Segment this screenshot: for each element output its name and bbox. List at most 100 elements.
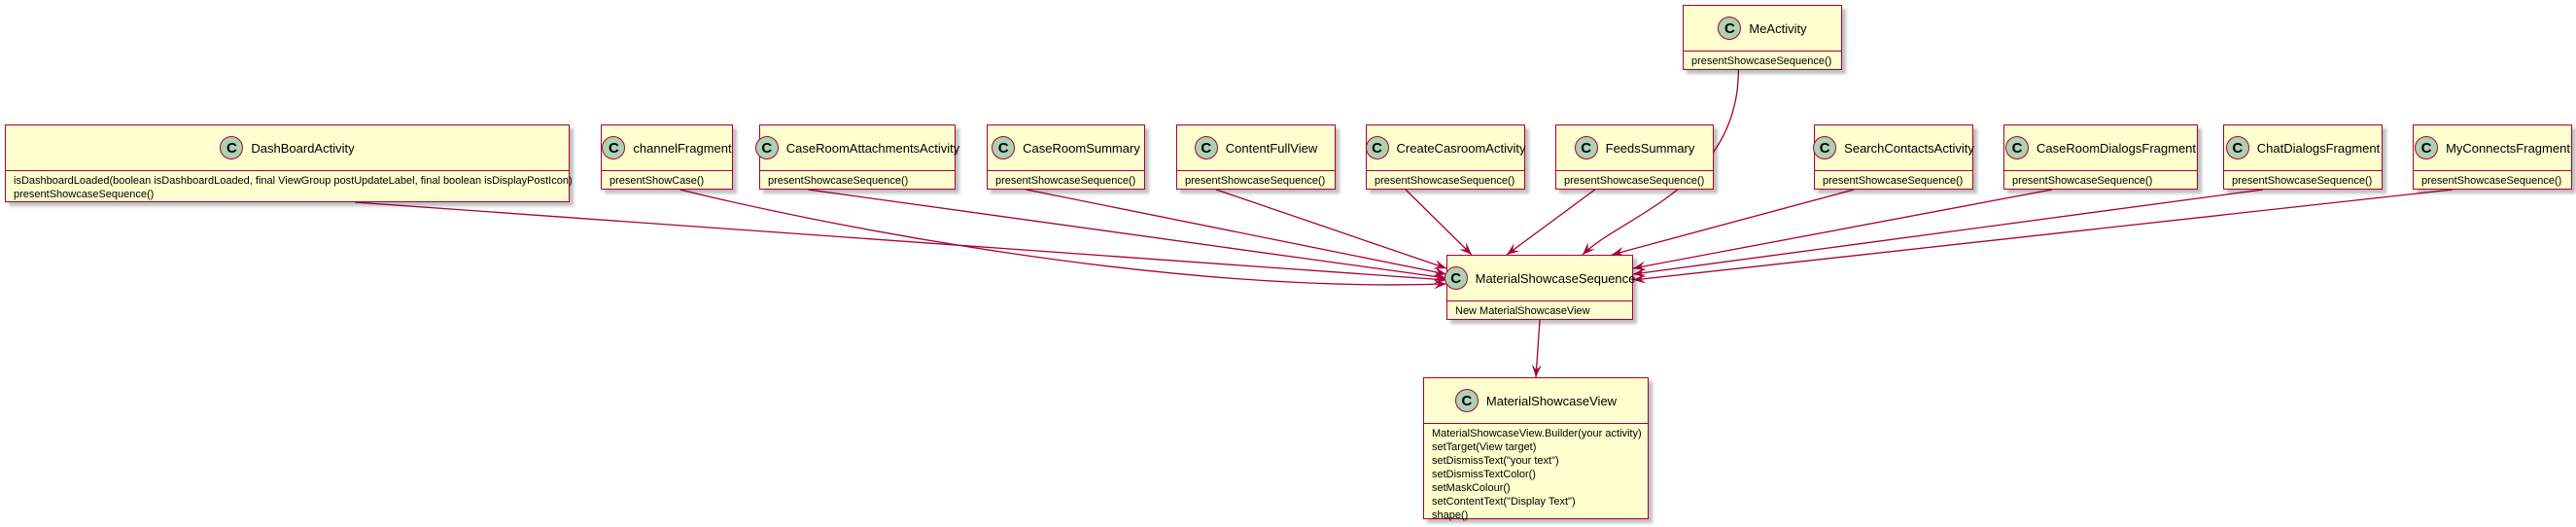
class-method: setDismissTextColor() <box>1432 469 1536 480</box>
class-box-dash-board-activity: C DashBoardActivity isDashboardLoaded(bool… <box>5 124 573 205</box>
class-name: ContentFullView <box>1225 140 1318 156</box>
arrow-case-room-summary-to-sequence-arrowhead <box>1433 266 1446 277</box>
class-method: presentShowcaseSequence() <box>2421 175 2562 187</box>
class-method: presentShowcaseSequence() <box>1823 175 1964 187</box>
class-header: C ContentFullView <box>1177 125 1335 171</box>
class-name: CaseRoomDialogsFragment <box>2036 140 2197 156</box>
arrow-channel-fragment-to-sequence <box>679 189 1447 286</box>
arrow-case-room-dialogs-fragment-to-sequence <box>1632 189 2053 269</box>
class-methods: presentShowcaseSequence() <box>1367 171 1524 192</box>
arrow-search-contacts-activity-to-sequence-arrowhead <box>1612 246 1625 257</box>
class-method: shape() <box>1432 509 1469 521</box>
class-name: MeActivity <box>1749 20 1807 36</box>
class-icon: C <box>1813 136 1837 159</box>
arrow-feeds-summary-to-sequence-arrowhead <box>1507 243 1520 255</box>
class-method: setTarget(View target) <box>1432 441 1537 453</box>
arrow-create-casroom-activity-to-sequence-arrowhead <box>1459 242 1472 255</box>
arrow-content-full-view-to-sequence <box>1215 189 1447 269</box>
class-name: SearchContactsActivity <box>1844 140 1974 156</box>
arrow-case-room-dialogs-fragment-to-sequence-arrowhead <box>1633 261 1647 271</box>
class-method: presentShowcaseSequence() <box>768 175 909 187</box>
class-name: MaterialShowcaseView <box>1485 393 1618 408</box>
class-methods: presentShowcaseSequence() <box>2004 171 2197 192</box>
class-method: setContentText("Display Text") <box>1432 496 1576 508</box>
class-name: CreateCasroomActivity <box>1396 140 1526 156</box>
arrow-dash-board-activity-to-sequence <box>355 201 1447 281</box>
class-icon: C <box>220 136 244 159</box>
class-icon: C <box>754 136 779 159</box>
class-icon: C <box>1444 266 1468 290</box>
class-method: presentShowcaseSequence() <box>2232 175 2373 187</box>
class-icon: C <box>1365 136 1389 159</box>
class-name: MyConnectsFragment <box>2446 140 2570 156</box>
class-box-case-room-attachments-activity: C CaseRoomAttachmentsActivity presentShowc… <box>754 124 960 192</box>
class-name: ChatDialogsFragment <box>2256 140 2381 156</box>
class-box-case-room-summary: C CaseRoomSummary presentShowcaseSequence(… <box>987 124 1145 190</box>
class-header: C CaseRoomDialogsFragment <box>2004 125 2197 171</box>
arrow-me-activity-to-sequence-arrowhead <box>1583 242 1595 255</box>
class-methods: presentShowcaseSequence() <box>1815 171 1972 192</box>
arrow-channel-fragment-to-sequence-arrowhead <box>1433 279 1446 290</box>
class-icon: C <box>1194 136 1218 159</box>
class-icon: C <box>1574 136 1598 159</box>
class-icon: C <box>602 136 626 159</box>
class-header: C MaterialShowcaseSequence <box>1444 256 1635 301</box>
class-box-me-activity: C MeActivity presentShowcaseSequence() <box>1683 5 1842 70</box>
arrow-content-full-view-to-sequence-arrowhead <box>1433 260 1446 269</box>
class-name: CaseRoomSummary <box>1023 140 1140 156</box>
class-box-content-full-view: C ContentFullView presentShowcaseSequence(… <box>1176 124 1336 190</box>
class-header: C SearchContactsActivity <box>1813 125 1974 171</box>
class-method: presentShowcaseSequence() <box>1185 175 1326 187</box>
class-icon: C <box>1454 389 1479 412</box>
class-header: C CaseRoomSummary <box>988 125 1144 171</box>
class-methods: presentShowCase() <box>602 171 732 192</box>
arrow-create-casroom-activity-to-sequence <box>1405 189 1473 256</box>
class-methods: presentShowcaseSequence() <box>760 171 955 192</box>
arrow-sequence-to-view-arrowhead <box>1531 364 1542 377</box>
class-header: C DashBoardActivity <box>6 125 569 171</box>
class-methods: presentShowcaseSequence() <box>1177 171 1335 192</box>
class-icon: C <box>2005 136 2029 159</box>
class-box-case-room-dialogs-fragment: C CaseRoomDialogsFragment presentShowcaseS… <box>2003 124 2198 190</box>
class-method: presentShowcaseSequence() <box>1564 175 1705 187</box>
class-name: MaterialShowcaseSequence <box>1475 270 1636 286</box>
arrow-search-contacts-activity-to-sequence <box>1611 189 1855 256</box>
arrow-case-room-summary-to-sequence <box>1026 189 1447 275</box>
arrow-my-connects-fragment-to-sequence-arrowhead <box>1633 273 1647 284</box>
class-methods: presentShowcaseSequence() <box>988 171 1144 192</box>
class-box-search-contacts-activity: C SearchContactsActivity presentShowcaseSe… <box>1813 124 1974 192</box>
class-header: C FeedsSummary <box>1556 125 1713 171</box>
arrow-chat-dialogs-fragment-to-sequence <box>1632 189 2264 275</box>
class-methods: MaterialShowcaseView.Builder(your activi… <box>1424 424 1648 526</box>
class-method: presentShowcaseSequence() <box>995 175 1136 187</box>
class-method: presentShowcaseSequence() <box>1691 55 1832 67</box>
class-name: CaseRoomAttachmentsActivity <box>785 140 960 156</box>
class-name: DashBoardActivity <box>251 140 355 156</box>
class-method: isDashboardLoaded(boolean isDashboardLoa… <box>14 175 573 187</box>
arrow-case-room-attachments-activity-to-sequence <box>808 189 1447 279</box>
class-icon: C <box>2225 136 2249 159</box>
class-method: presentShowcaseSequence() <box>1375 175 1515 187</box>
class-methods: presentShowcaseSequence() <box>1684 52 1841 72</box>
class-header: C ChatDialogsFragment <box>2224 125 2382 171</box>
arrow-sequence-to-view <box>1535 319 1541 378</box>
class-methods: New MaterialShowcaseView <box>1447 301 1632 322</box>
class-icon: C <box>992 136 1016 159</box>
class-box-create-casroom-activity: C CreateCasroomActivity presentShowcaseSeq… <box>1365 124 1526 192</box>
class-method: presentShowcaseSequence() <box>14 189 155 200</box>
class-method: setMaskColour() <box>1432 482 1511 494</box>
class-method: presentShowcaseSequence() <box>2012 175 2153 187</box>
class-methods: presentShowcaseSequence() <box>2414 171 2571 192</box>
class-method: MaterialShowcaseView.Builder(your activi… <box>1432 428 1642 439</box>
class-method: New MaterialShowcaseView <box>1455 305 1590 317</box>
class-method: setDismissText("your text") <box>1432 455 1559 467</box>
arrow-case-room-attachments-activity-to-sequence-arrowhead <box>1433 271 1446 282</box>
class-icon: C <box>1718 17 1742 40</box>
class-methods: isDashboardLoaded(boolean isDashboardLoa… <box>6 171 573 205</box>
class-name: FeedsSummary <box>1605 140 1695 156</box>
